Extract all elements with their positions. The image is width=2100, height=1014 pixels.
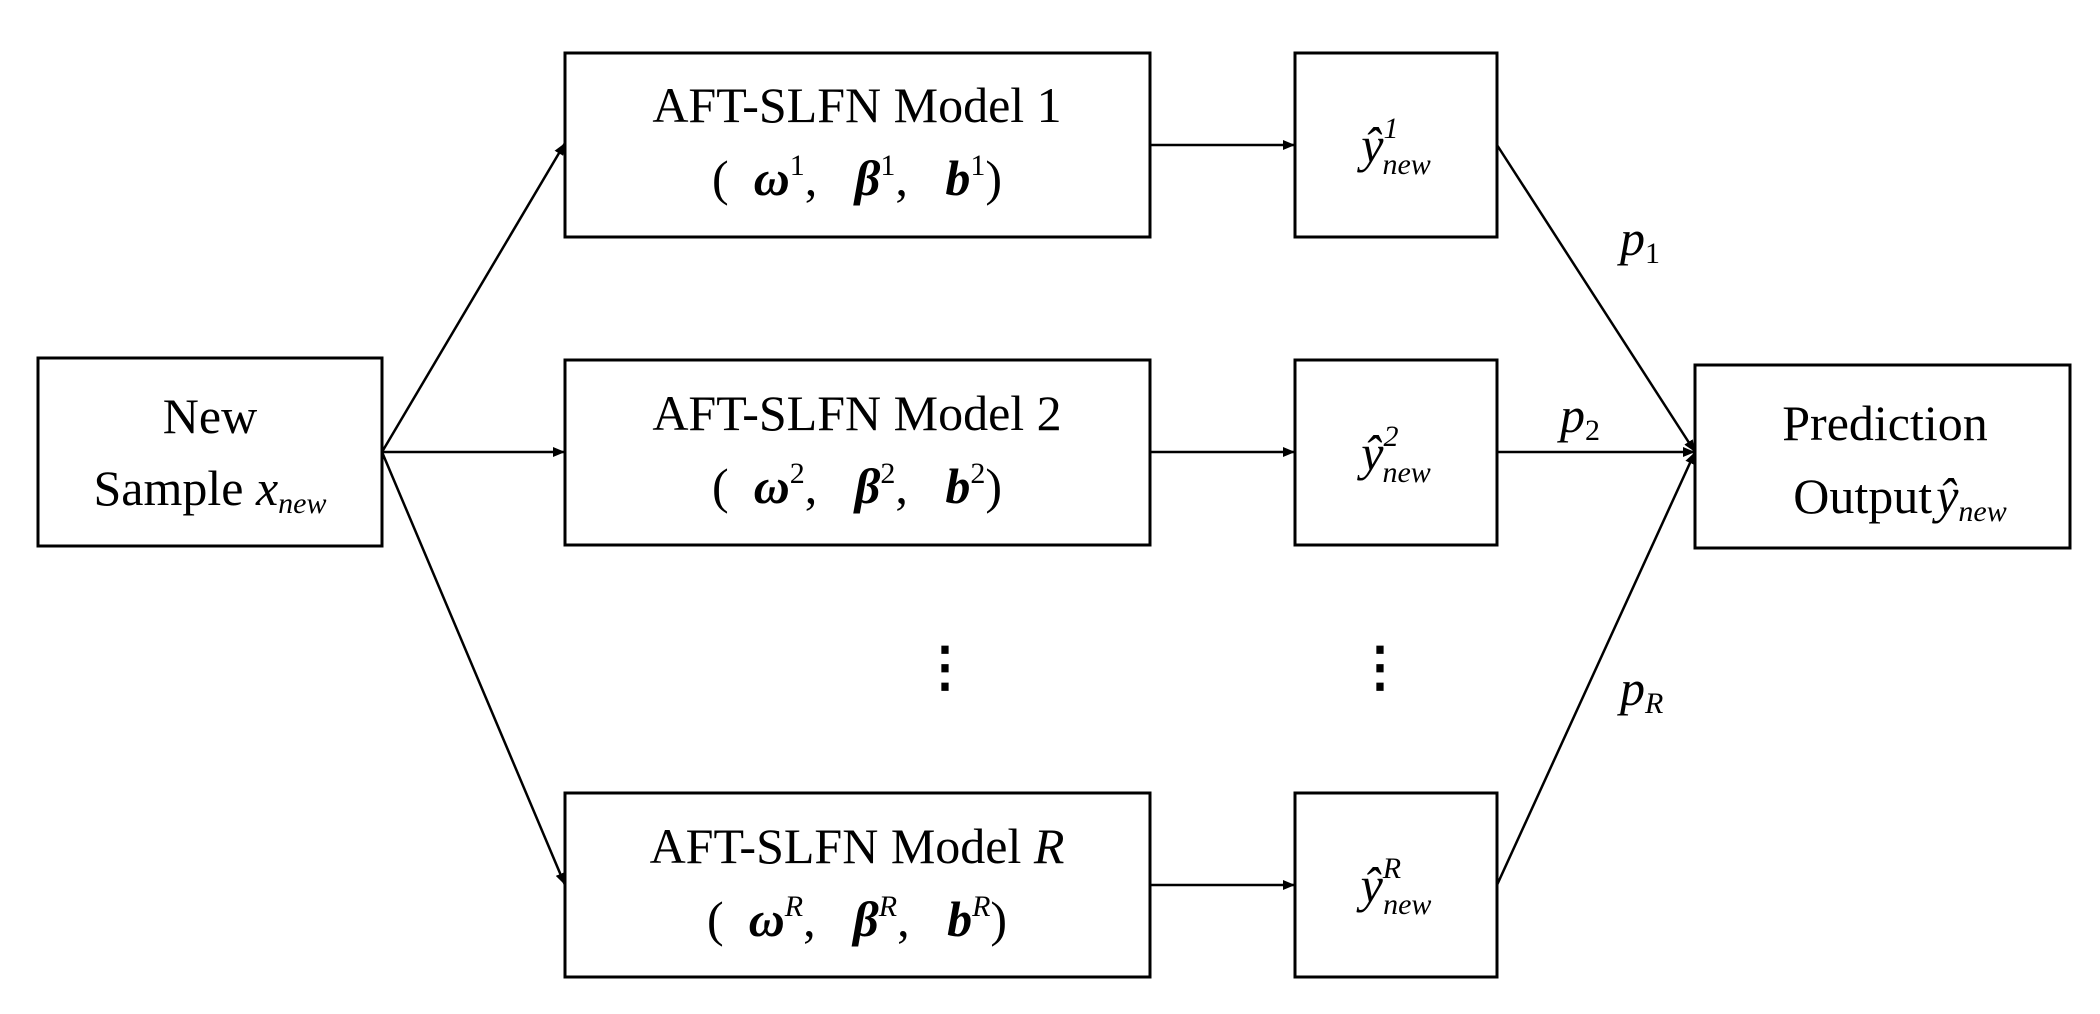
model-r-index: R [1033,818,1065,874]
model-1-params: ( ω1, β1, b1) [712,149,1002,206]
weight-label-2: p2 [1557,387,1600,447]
edge-input-to-model-r [380,451,567,886]
outputs-ellipsis: ⋮ [1353,637,1407,697]
model-r-box [563,791,1152,979]
model-2-box [563,358,1152,547]
input-label-word: Sample [93,460,243,516]
weight-label-1: p1 [1617,210,1660,270]
model-1-index: 1 [1037,77,1062,133]
input-box [36,356,384,548]
weight-label-r: pR [1617,660,1663,720]
edge-yhat-1-to-output [1495,144,1697,453]
model-r-title: AFT-SLFN Model R [650,818,1065,874]
model-r-params: ( ωR, βR, bR) [707,890,1007,947]
model-2-index: 2 [1037,385,1062,441]
yhat-1-box [1293,51,1499,239]
yhat-r-box [1293,791,1499,979]
models-ellipsis: ⋮ [918,637,972,697]
output-node: Prediction Outputŷnew [1693,363,2072,550]
output-label-line1: Prediction [1782,395,1988,451]
model-r-node: AFT-SLFN Model R ( ωR, βR, bR) [563,791,1152,979]
edge-yhat-r-to-output [1495,451,1697,886]
model-1-title: AFT-SLFN Model 1 [652,77,1061,133]
edge-input-to-model-1 [380,142,567,453]
yhat-2-box [1293,358,1499,547]
input-variable-subscript: new [278,487,326,520]
model-2-params: ( ω2, β2, b2) [712,457,1002,514]
input-node: New Sample xnew [36,356,384,548]
output-label-line2: Outputŷnew [1793,468,2006,528]
model-2-node: AFT-SLFN Model 2 ( ω2, β2, b2) [563,358,1152,547]
input-label-line1: New [163,388,257,444]
input-variable: x [255,460,278,516]
model-1-node: AFT-SLFN Model 1 ( ω1, β1, b1) [563,51,1152,239]
output-box [1693,363,2072,550]
input-label-line2: Sample xnew [93,460,326,520]
model-2-title: AFT-SLFN Model 2 [652,385,1061,441]
